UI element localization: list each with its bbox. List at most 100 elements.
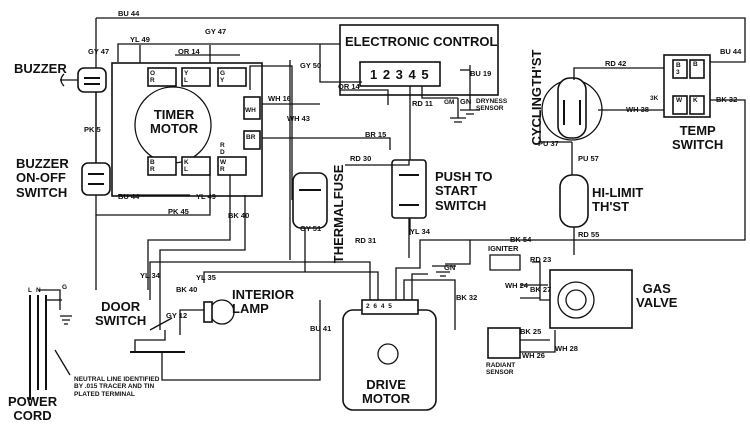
t4: R bbox=[150, 166, 155, 174]
drive-motor-label: DRIVE MOTOR bbox=[362, 377, 410, 407]
t5: Y bbox=[184, 70, 189, 77]
wire-bk27: BK 27 bbox=[530, 285, 552, 294]
buzzer-switch-line3: SWITCH bbox=[16, 184, 68, 200]
dryness-line2: SENSOR bbox=[476, 105, 504, 113]
temp-switch-label: TEMP SWITCH bbox=[672, 123, 724, 153]
t7: K bbox=[184, 159, 189, 166]
wire-gy12: GY 12 bbox=[166, 311, 188, 320]
motor-terminals: 2 6 4 5 bbox=[366, 303, 393, 310]
wire-yl49-low: YL 49 bbox=[196, 192, 216, 201]
ts-term-3k: 3K bbox=[650, 95, 659, 102]
br-block-label: BR bbox=[246, 134, 256, 141]
ts-term-b3: B 3 bbox=[676, 62, 681, 76]
interior-lamp-label: INTERIOR LAMP bbox=[232, 287, 295, 317]
radiant-line2: SENSOR bbox=[486, 369, 514, 377]
wire-bk40-lamp: BK 40 bbox=[176, 285, 198, 294]
wire-wh28: WH 28 bbox=[555, 344, 578, 353]
power-cord-label: POWER CORD bbox=[8, 394, 58, 424]
hilimit-line1: HI-LIMIT bbox=[592, 185, 644, 200]
cord-n: N bbox=[36, 287, 41, 294]
wire-gy47-buzzer: GY 47 bbox=[88, 47, 110, 56]
wire-rd30: RD 30 bbox=[350, 154, 372, 163]
temp-line1: TEMP bbox=[679, 123, 716, 138]
wire-bu44-right: BU 44 bbox=[720, 47, 742, 56]
wire-bu19: BU 19 bbox=[470, 69, 492, 78]
motor-line1: DRIVE bbox=[366, 377, 406, 392]
timer-term-rd: R D bbox=[220, 142, 225, 156]
wire-wh26: WH 26 bbox=[522, 351, 545, 360]
radiant-sensor-label: RADIANT SENSOR bbox=[486, 362, 515, 376]
t3: B bbox=[150, 159, 155, 166]
wire-bk40-low: BK 40 bbox=[228, 211, 250, 220]
push-to-start-label: PUSH TO START SWITCH bbox=[435, 169, 493, 213]
timer-motor-line2: MOTOR bbox=[150, 121, 199, 137]
push-line3: SWITCH bbox=[435, 197, 487, 213]
wire-rd31: RD 31 bbox=[355, 236, 377, 245]
timer-term-wr: W R bbox=[220, 159, 226, 173]
wire-or14-right: OR 14 bbox=[338, 82, 360, 91]
note-line2: BY .015 TRACER AND TIN bbox=[74, 383, 155, 391]
cord-g: G bbox=[62, 284, 68, 291]
wire-pu57: PU 57 bbox=[578, 154, 599, 163]
gas-valve-label: GAS VALVE bbox=[636, 281, 677, 311]
gm-label: GM bbox=[444, 99, 455, 106]
hi-limit-label: HI-LIMIT TH'ST bbox=[592, 185, 644, 215]
wire-yl34: YL 34 bbox=[410, 227, 430, 236]
igniter-label: IGNITER bbox=[488, 244, 519, 253]
ts-term-b: B bbox=[693, 61, 698, 68]
cord-line1: POWER bbox=[8, 394, 58, 409]
t2: R bbox=[150, 77, 155, 85]
timer-term-br: B R bbox=[150, 159, 155, 173]
wire-yl49-top: YL 49 bbox=[130, 35, 150, 44]
lamp-line1: INTERIOR bbox=[232, 287, 295, 302]
t8: L bbox=[184, 166, 188, 174]
wire-rd23: RD 23 bbox=[530, 255, 552, 264]
ts-term-w: W bbox=[676, 97, 683, 104]
wire-gy51: GY 51 bbox=[300, 224, 322, 233]
t9: G bbox=[220, 70, 226, 77]
cycling-line1: CYCLING bbox=[529, 87, 544, 146]
buzzer-switch-line2: ON-OFF bbox=[16, 170, 66, 186]
buzzer-switch-label: BUZZER ON-OFF SWITCH bbox=[16, 156, 69, 200]
wire-wh43: WH 43 bbox=[287, 114, 310, 123]
wire-bk32-right: BK 32 bbox=[716, 95, 738, 104]
ts1: B bbox=[676, 62, 681, 69]
wire-yl35: YL 35 bbox=[196, 273, 216, 282]
lamp-line2: LAMP bbox=[232, 301, 269, 317]
gas-line1: GAS bbox=[642, 281, 671, 296]
wire-gn-low: GN bbox=[444, 263, 456, 272]
t12: R bbox=[220, 166, 225, 174]
temp-line2: SWITCH bbox=[672, 137, 724, 153]
ts2: 3 bbox=[676, 69, 680, 77]
timer-term-gy: G Y bbox=[220, 70, 225, 84]
cycling-line2: TH'ST bbox=[529, 50, 544, 88]
wire-gy50: GY 50 bbox=[300, 61, 322, 70]
dryness-sensor-label: DRYNESS SENSOR bbox=[476, 98, 507, 112]
note-line3: PLATED TERMINAL bbox=[74, 390, 135, 398]
wire-rd11: RD 11 bbox=[412, 99, 433, 108]
wire-bu44-low: BU 44 bbox=[118, 192, 140, 201]
timer-motor-line1: TIMER bbox=[153, 107, 195, 122]
t6: L bbox=[184, 77, 188, 85]
dryness-line1: DRYNESS bbox=[476, 98, 508, 105]
cord-line2: CORD bbox=[13, 408, 52, 424]
wh-block-label: WH bbox=[245, 107, 256, 114]
wire-gn: GN bbox=[460, 97, 472, 106]
hilimit-line2: TH'ST bbox=[592, 199, 630, 215]
wire-pk45: PK 45 bbox=[168, 207, 189, 216]
wire-pu37: PU 37 bbox=[538, 139, 559, 148]
radiant-line1: RADIANT bbox=[486, 362, 516, 369]
thermal-line1: THERMAL bbox=[331, 199, 346, 264]
wire-bu41: BU 41 bbox=[310, 324, 332, 333]
t14: D bbox=[220, 149, 225, 157]
door-switch-label: DOOR SWITCH bbox=[95, 299, 147, 329]
wire-wh38: WH 38 bbox=[626, 105, 649, 114]
t10: Y bbox=[220, 77, 225, 85]
ts-term-k: K bbox=[693, 97, 698, 104]
wire-wh16: WH 16 bbox=[268, 94, 291, 103]
door-line2: SWITCH bbox=[95, 313, 147, 329]
control-terminals: 1 2 3 4 5 bbox=[370, 67, 430, 82]
wire-bk32-low: BK 32 bbox=[456, 293, 478, 302]
t13: R bbox=[220, 142, 225, 149]
